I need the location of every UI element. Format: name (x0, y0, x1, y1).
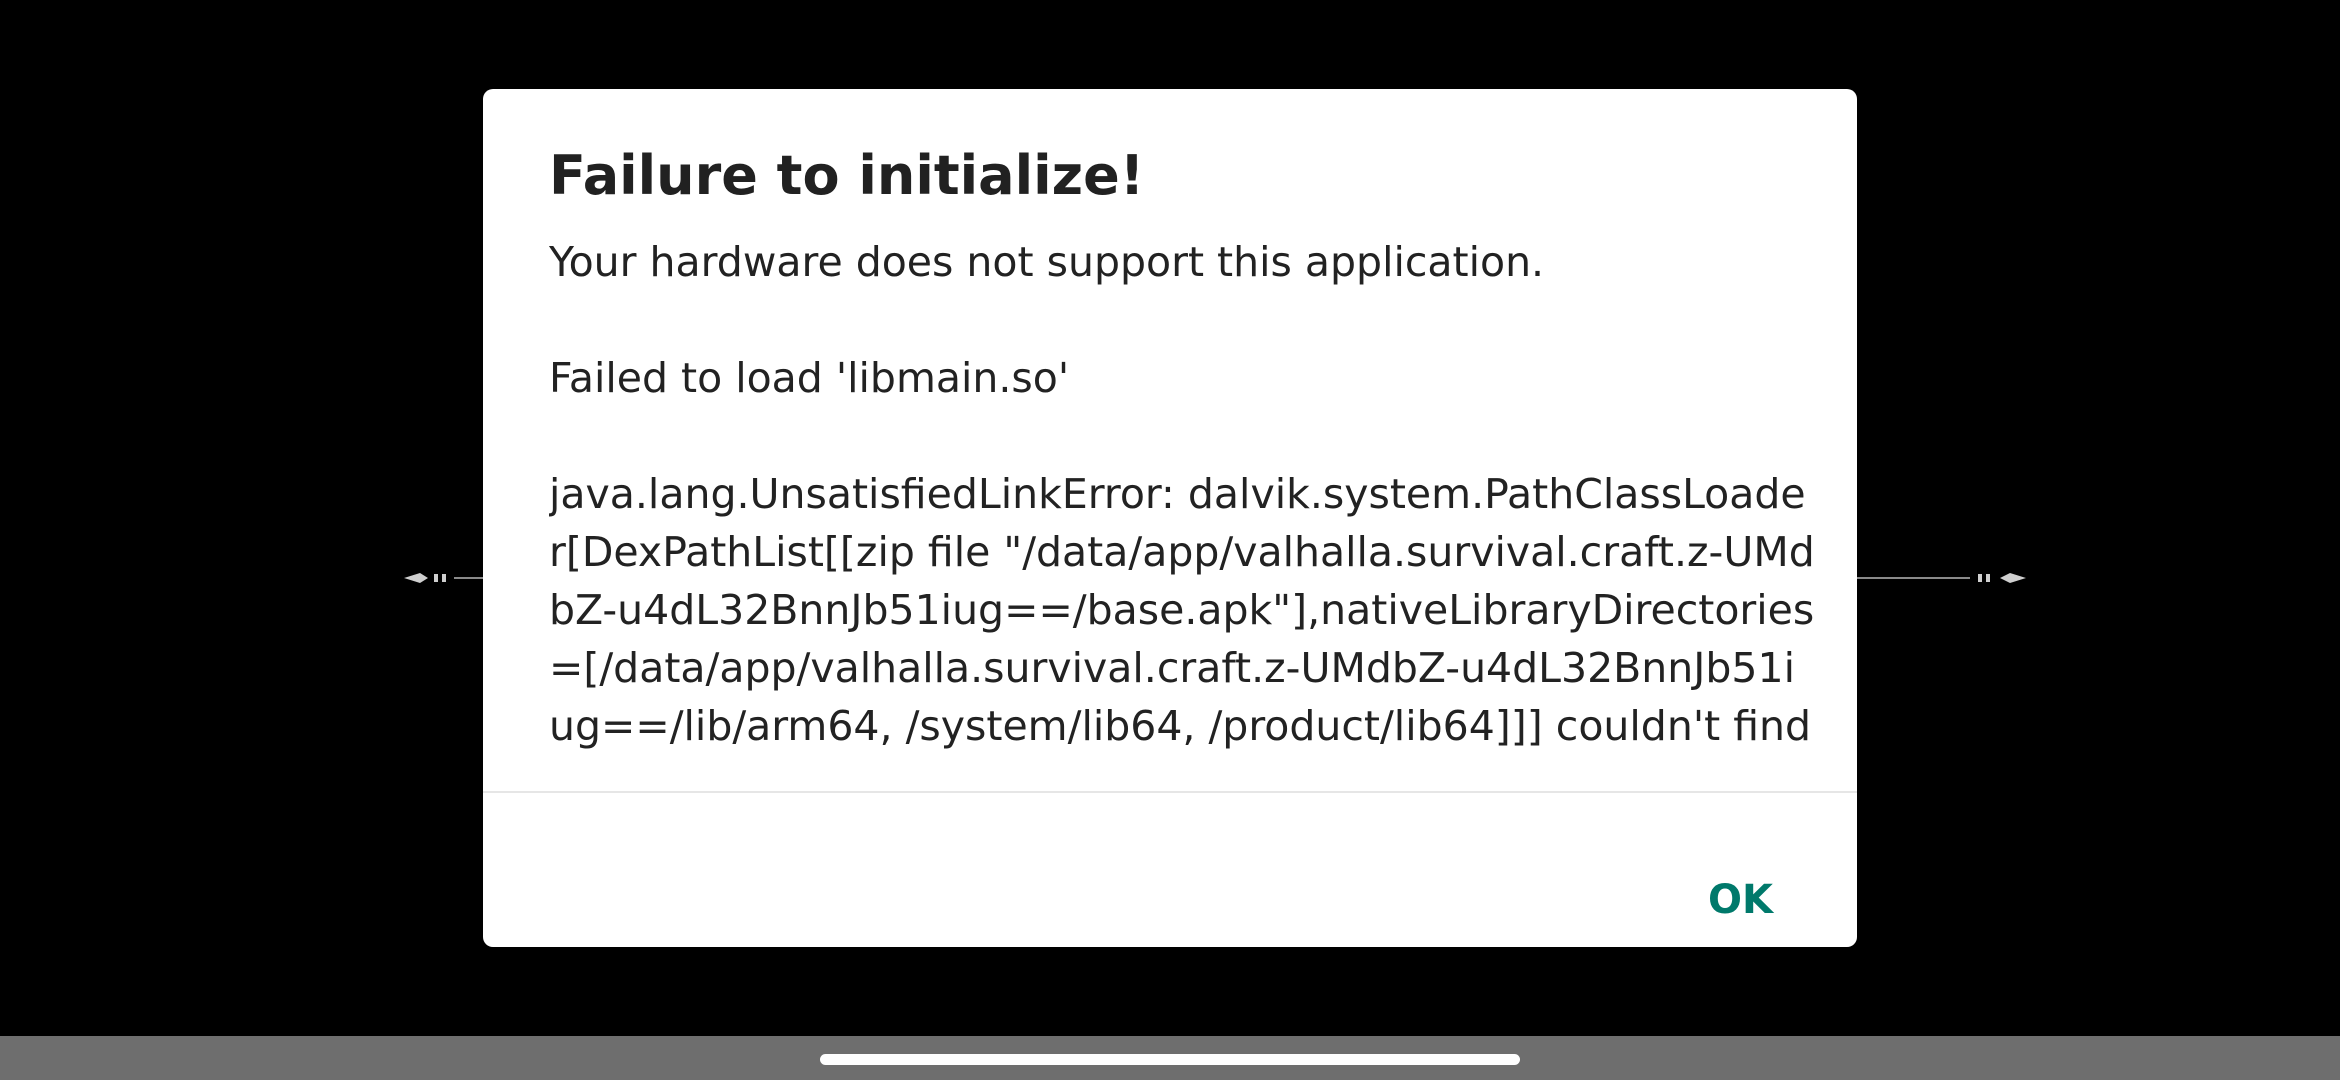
dialog-divider (483, 791, 1857, 793)
ok-button[interactable]: OK (1690, 870, 1791, 930)
dialog-message: Your hardware does not support this appl… (549, 238, 1545, 286)
home-gesture-handle[interactable] (820, 1054, 1520, 1065)
right-ornament-icon (1850, 573, 2026, 583)
spacer (549, 291, 1819, 349)
dialog-stack-trace: java.lang.UnsatisfiedLinkError: dalvik.s… (549, 470, 1815, 750)
spacer (549, 407, 1819, 465)
dialog-load-error: Failed to load 'libmain.so' (549, 354, 1070, 402)
navigation-bar (0, 1036, 2340, 1080)
left-ornament-icon (404, 573, 490, 583)
error-dialog: Failure to initialize! Your hardware doe… (483, 89, 1857, 947)
dialog-title: Failure to initialize! (549, 144, 1145, 207)
dialog-message-scroll[interactable]: Your hardware does not support this appl… (549, 233, 1819, 791)
